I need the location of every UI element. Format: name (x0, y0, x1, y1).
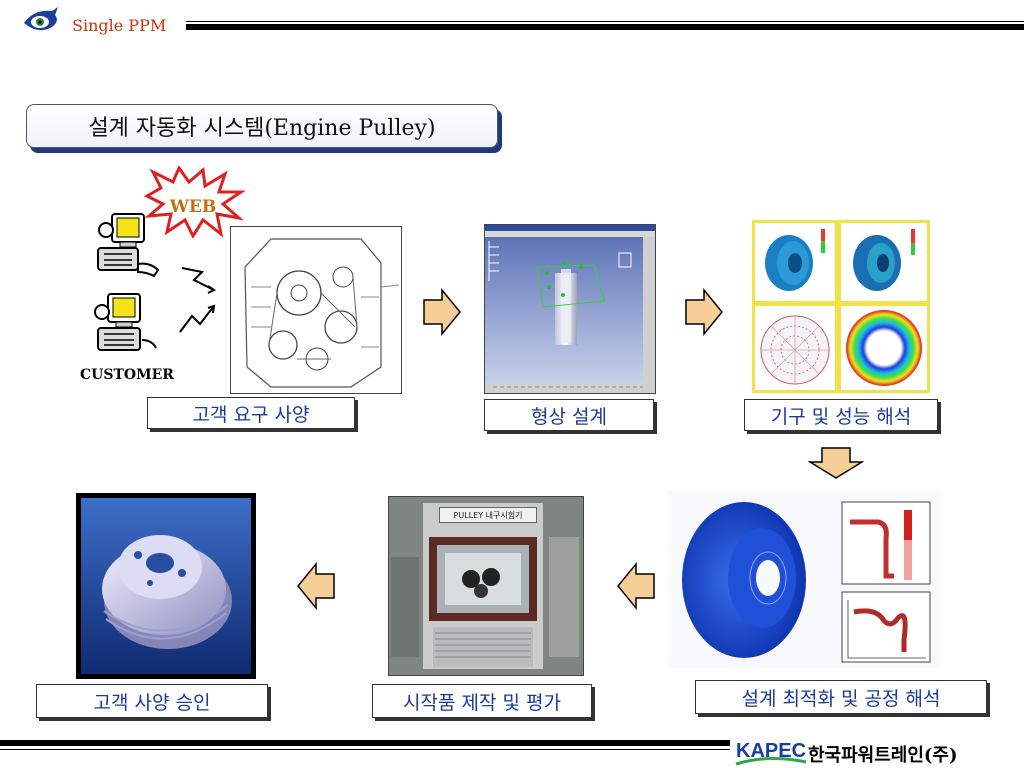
cad-screenshot (484, 224, 656, 394)
footer-rule-thick (0, 740, 730, 746)
optimization-graphic (682, 501, 931, 663)
arrow-down-icon (808, 447, 864, 479)
eye-logo-icon (24, 7, 58, 31)
arrow-right-icon (685, 288, 723, 336)
mesh-graphic (760, 315, 830, 385)
lightning-icon (181, 267, 216, 294)
step-label-shape-design: 형상 설계 (484, 399, 654, 431)
footer-rule-thin (0, 749, 730, 750)
web-badge: WEB (143, 166, 245, 238)
header-rule-thick (186, 24, 1024, 30)
company-name: 한국파워트레인(주) (808, 745, 958, 766)
arrow-right-icon (423, 288, 461, 336)
stress-map-graphic (846, 310, 922, 386)
engine-line-art (244, 238, 400, 388)
arrow-left-icon (617, 562, 655, 610)
page-title: 설계 자동화 시스템(Engine Pulley) (26, 104, 498, 148)
optimization-image (668, 490, 940, 668)
fea-pulley-graphic (765, 229, 825, 291)
step-label-prototype-evaluation: 시작품 제작 및 평가 (372, 684, 592, 718)
final-pulley-render (76, 493, 256, 679)
chamber-sign: PULLEY 내구시험기 (439, 507, 537, 523)
step-label-mechanism-analysis: 기구 및 성능 해석 (744, 399, 938, 431)
customer-label: CUSTOMER (80, 367, 174, 383)
customer-computer-icon (94, 293, 157, 351)
kapec-logo: KAPEC (736, 740, 807, 762)
kapec-swoosh-icon (735, 756, 807, 766)
analysis-image-stress (838, 303, 930, 393)
step-label-customer-approval: 고객 사양 승인 (36, 684, 268, 718)
analysis-image-pulley-1 (752, 220, 838, 304)
header-rule-thin (186, 21, 1024, 22)
customer-computer-icon (97, 213, 160, 278)
web-badge-text: WEB (169, 197, 216, 217)
cad-window-graphic (485, 225, 655, 393)
pulley-render-graphic (81, 498, 251, 674)
step-label-design-optimization: 설계 최적화 및 공정 해석 (695, 680, 987, 714)
engine-drawing (230, 226, 402, 394)
test-chamber-graphic (389, 497, 583, 675)
brand-name: Single PPM (72, 16, 167, 35)
test-chamber-photo: PULLEY 내구시험기 (388, 496, 584, 676)
step-label-customer-requirements: 고객 요구 사양 (147, 397, 355, 429)
arrow-left-icon (297, 562, 335, 610)
lightning-icon (179, 304, 216, 333)
analysis-image-pulley-2 (838, 220, 930, 304)
analysis-image-mesh (752, 303, 838, 393)
fea-pulley-graphic (853, 229, 915, 291)
